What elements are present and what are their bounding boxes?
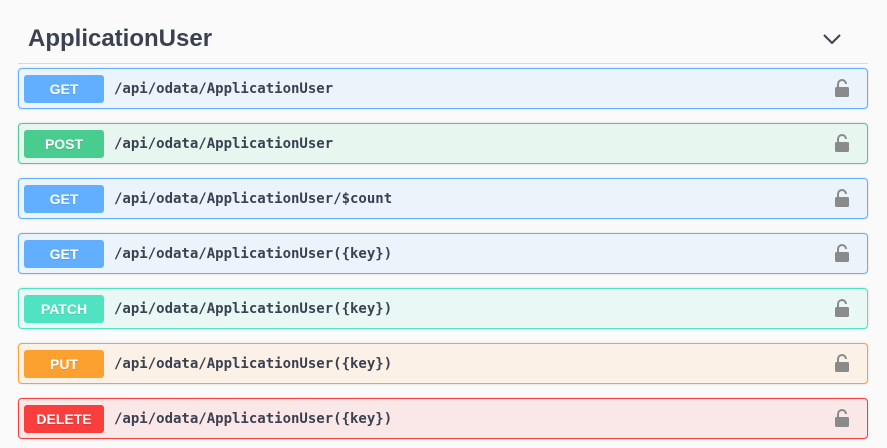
operation-path: /api/odata/ApplicationUser({key}): [114, 300, 393, 317]
method-badge: PATCH: [24, 294, 104, 323]
section-title: ApplicationUser: [28, 25, 213, 52]
operation-path: /api/odata/ApplicationUser({key}): [114, 245, 393, 262]
lock-icon[interactable]: [833, 133, 851, 153]
operation-get-applicationuser[interactable]: GET /api/odata/ApplicationUser: [18, 68, 868, 109]
lock-icon[interactable]: [833, 78, 851, 98]
operation-path: /api/odata/ApplicationUser({key}): [114, 355, 393, 372]
lock-icon[interactable]: [833, 298, 851, 318]
lock-icon[interactable]: [833, 243, 851, 263]
operation-path: /api/odata/ApplicationUser/$count: [114, 190, 393, 207]
method-badge: GET: [24, 239, 104, 268]
section-header[interactable]: ApplicationUser: [18, 15, 868, 64]
operation-get-applicationuser-key[interactable]: GET /api/odata/ApplicationUser({key}): [18, 233, 868, 274]
method-badge: DELETE: [24, 404, 104, 433]
operation-path: /api/odata/ApplicationUser: [114, 80, 334, 97]
method-badge: GET: [24, 184, 104, 213]
lock-icon[interactable]: [833, 188, 851, 208]
operation-patch-applicationuser-key[interactable]: PATCH /api/odata/ApplicationUser({key}): [18, 288, 868, 329]
operation-delete-applicationuser-key[interactable]: DELETE /api/odata/ApplicationUser({key}): [18, 398, 868, 439]
lock-icon[interactable]: [833, 408, 851, 428]
operation-post-applicationuser[interactable]: POST /api/odata/ApplicationUser: [18, 123, 868, 164]
method-badge: GET: [24, 74, 104, 103]
operation-put-applicationuser-key[interactable]: PUT /api/odata/ApplicationUser({key}): [18, 343, 868, 384]
lock-icon[interactable]: [833, 353, 851, 373]
method-badge: PUT: [24, 349, 104, 378]
method-badge: POST: [24, 129, 104, 158]
operations-list: GET /api/odata/ApplicationUser POST /api…: [18, 68, 868, 448]
operation-path: /api/odata/ApplicationUser: [114, 135, 334, 152]
chevron-down-icon[interactable]: [820, 27, 844, 51]
operation-path: /api/odata/ApplicationUser({key}): [114, 410, 393, 427]
operation-get-applicationuser-count[interactable]: GET /api/odata/ApplicationUser/$count: [18, 178, 868, 219]
